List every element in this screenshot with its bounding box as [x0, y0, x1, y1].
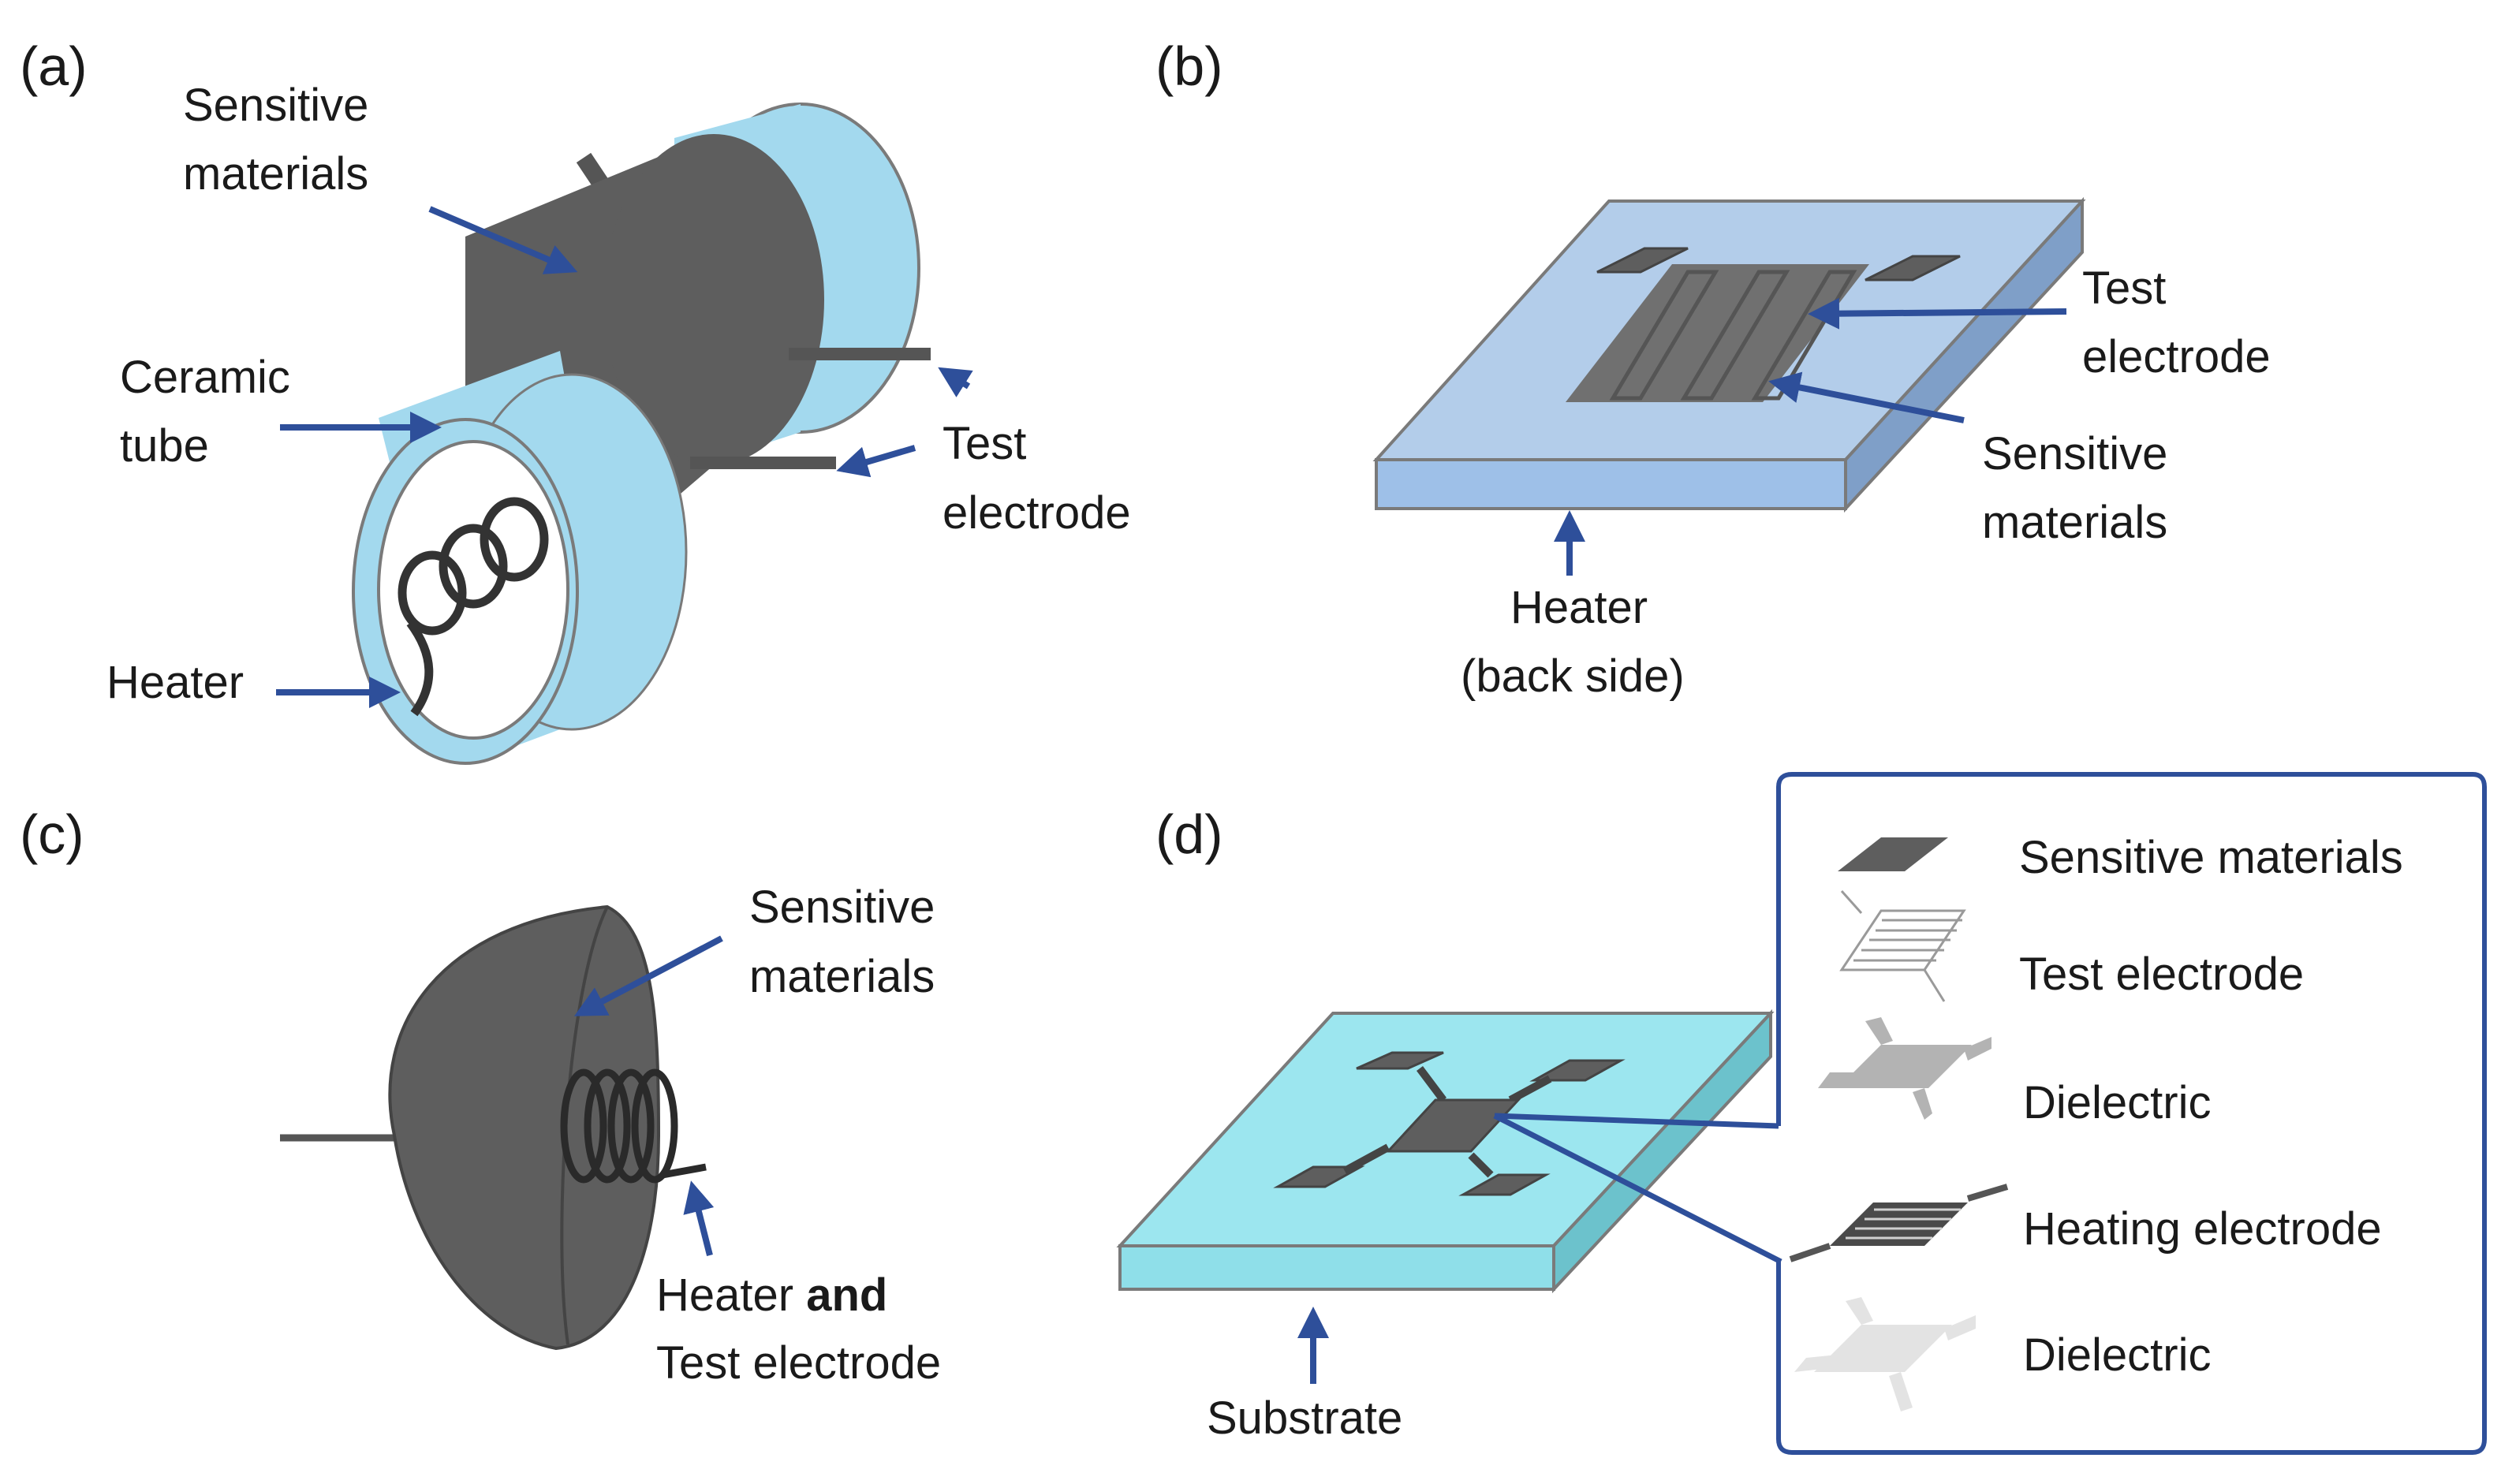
label-a-sensitive-2: materials — [183, 148, 368, 199]
legend-dielectric-icon-1 — [1818, 1017, 1991, 1120]
label-a-sensitive-1: Sensitive — [183, 80, 368, 131]
label-c-sensitive-1: Sensitive — [749, 882, 935, 933]
panel-c-arrows — [573, 935, 723, 1256]
substrate-d-side — [1552, 1009, 1772, 1294]
legend-item-test-electrode: Test electrode — [2019, 949, 2304, 1000]
label-b-sensitive-1: Sensitive — [1982, 428, 2167, 479]
panel-b-arrows — [1554, 297, 2067, 576]
heater-coil-c — [560, 1068, 707, 1184]
panel-a: (a) — [20, 35, 1131, 765]
label-a-heater: Heater — [106, 657, 244, 708]
hemisphere-body — [388, 904, 661, 1351]
legend-item-dielectric-2: Dielectric — [2023, 1329, 2212, 1381]
panel-c: (c) Sensitive materials Heater and Test … — [20, 804, 941, 1389]
legend-item-sensitive: Sensitive materials — [2019, 832, 2403, 883]
legend-item-heating-electrode: Heating electrode — [2023, 1203, 2382, 1255]
panel-b-label: (b) — [1155, 35, 1223, 97]
label-b-test-1: Test — [2082, 263, 2166, 314]
micro-hotplate — [1273, 1051, 1626, 1196]
panel-a-label: (a) — [20, 35, 88, 97]
panel-d: (d) — [1116, 772, 2487, 1455]
legend-dielectric-icon-2 — [1794, 1297, 1976, 1411]
label-c-heater-1a: Heater — [656, 1270, 806, 1321]
legend-sensitive-icon — [1838, 837, 1948, 871]
pad-left — [1596, 247, 1689, 274]
label-c-heater-1b: and — [806, 1270, 887, 1321]
label-c-heater-2: Test electrode — [656, 1337, 941, 1389]
label-a-ceramic-1: Ceramic — [120, 352, 290, 403]
tube-bore — [377, 440, 569, 740]
legend-heating-electrode-icon — [1789, 1184, 2009, 1262]
label-a-ceramic-2: tube — [120, 420, 209, 472]
label-d-substrate: Substrate — [1207, 1393, 1402, 1444]
substrate-d-front — [1118, 1244, 1555, 1291]
legend-test-electrode-icon — [1839, 890, 1966, 1002]
panel-c-label: (c) — [20, 804, 84, 865]
label-c-sensitive-2: materials — [749, 951, 935, 1002]
label-b-heater-1: Heater — [1510, 582, 1648, 633]
panel-a-arrows — [276, 206, 973, 708]
label-b-heater-2: (back side) — [1461, 651, 1685, 702]
substrate-front — [1375, 458, 1847, 510]
panel-b: (b) Test electrode Sensitive materials H… — [1155, 35, 2271, 702]
legend-frame — [1776, 772, 2487, 1455]
heater-coil — [398, 497, 549, 717]
substrate-side — [1844, 196, 2084, 513]
sensitive-film — [1566, 264, 1869, 402]
label-c-heater-1: Heater and — [656, 1270, 887, 1321]
label-a-test-1: Test — [943, 418, 1026, 469]
callout-lines — [1493, 1113, 1782, 1265]
label-b-test-2: electrode — [2082, 331, 2271, 382]
label-a-test-2: electrode — [943, 487, 1131, 539]
label-b-sensitive-2: materials — [1982, 497, 2167, 548]
panel-d-label: (d) — [1155, 804, 1223, 865]
legend-item-dielectric-1: Dielectric — [2023, 1077, 2212, 1128]
pad-right — [1865, 255, 1961, 282]
